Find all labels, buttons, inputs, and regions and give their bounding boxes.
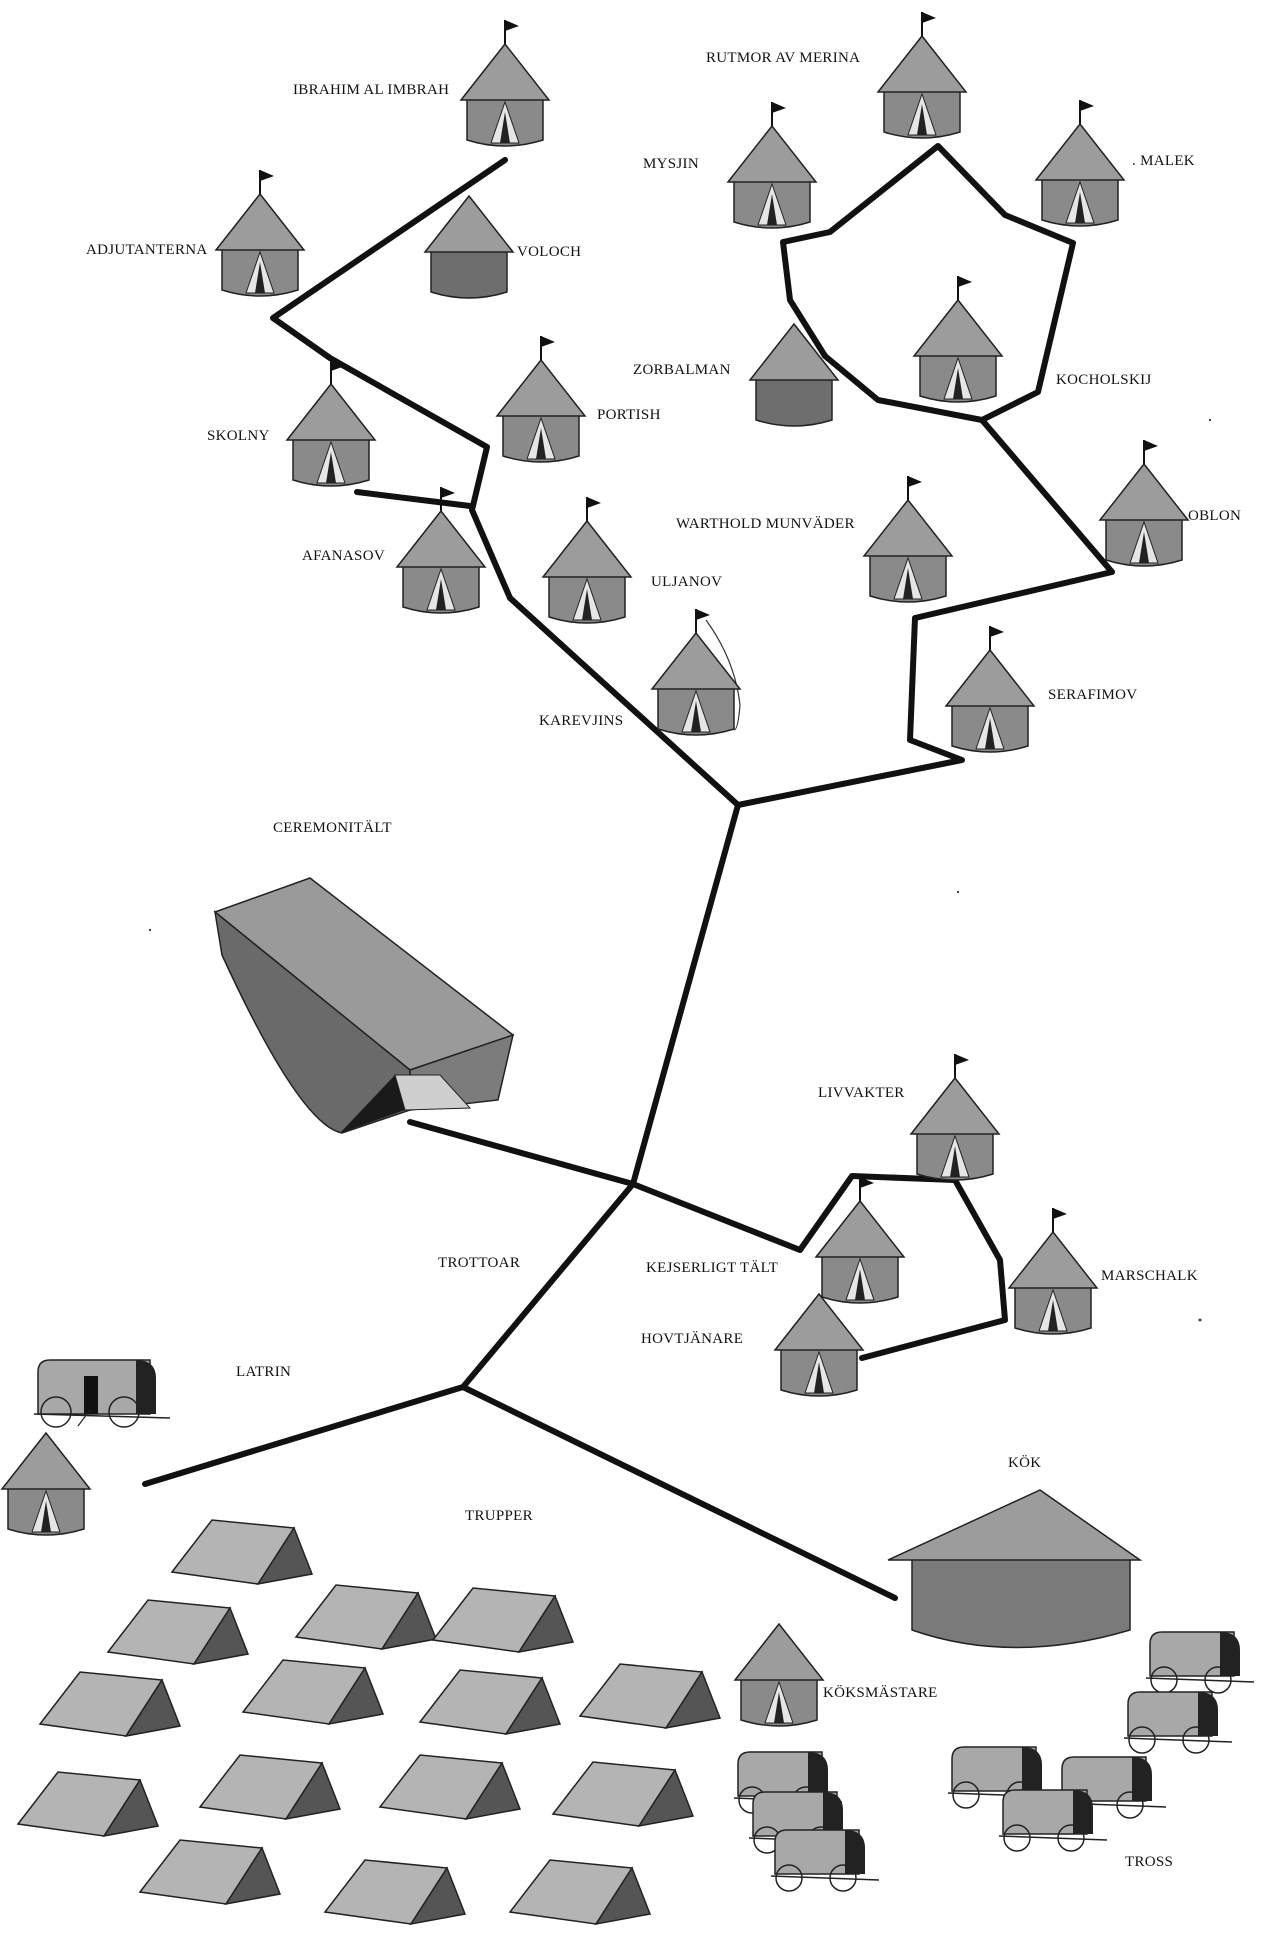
path-skolny <box>354 489 473 509</box>
troop-tent <box>17 1771 159 1837</box>
tent-rutmor <box>877 11 967 139</box>
path-zorbalman <box>822 353 985 423</box>
label-kocholskij: KOCHOLSKIJ <box>1056 372 1152 388</box>
ceremonial-tent <box>213 877 515 1134</box>
tent-portish <box>496 335 586 463</box>
wagon <box>770 1829 880 1892</box>
label-livvakter: LIVVAKTER <box>818 1085 905 1101</box>
label-oblon: OBLON <box>1188 508 1241 524</box>
troop-tent <box>107 1599 249 1665</box>
path-centre <box>735 143 1115 808</box>
troop-tents <box>17 1519 721 1925</box>
label-hovtjanare: HOVTJÄNARE <box>641 1330 743 1347</box>
uljanov-sketch-line <box>705 619 741 731</box>
label-tross: TROSS <box>1125 1854 1173 1870</box>
tent-voloch <box>424 195 514 299</box>
path-upper-left <box>270 157 741 808</box>
tent-oblon <box>1099 439 1189 567</box>
stray-dots <box>148 418 1212 1322</box>
label-kok: KÖK <box>1008 1454 1041 1471</box>
tent-ibrahim <box>460 19 550 147</box>
troop-tent <box>379 1754 521 1820</box>
tent-zorbalman <box>749 323 839 427</box>
label-zorbalman: ZORBALMAN <box>633 362 731 378</box>
troop-tent <box>39 1671 181 1737</box>
kitchen-tent <box>887 1489 1143 1649</box>
wagon <box>1123 1691 1233 1754</box>
tent-marschalk <box>1008 1207 1098 1335</box>
label-rutmor: RUTMOR AV MERINA <box>706 50 860 66</box>
label-koksmastare: KÖKSMÄSTARE <box>823 1684 938 1701</box>
label-serafimov: SERAFIMOV <box>1048 687 1137 703</box>
tent-koksmastare <box>734 1623 824 1727</box>
label-malek: . MALEK <box>1132 153 1195 169</box>
tent-kocholskij <box>913 275 1003 403</box>
tent-mysjin <box>727 101 817 229</box>
camp-paths <box>142 143 1115 1601</box>
troop-tent <box>432 1587 574 1653</box>
label-karevjins: KAREVJINS <box>539 713 623 729</box>
troop-tent <box>242 1659 384 1725</box>
tent-warthold <box>863 475 953 603</box>
path-kitchen <box>460 1384 898 1601</box>
troop-tent <box>579 1663 721 1729</box>
tent-livvakter <box>910 1053 1000 1181</box>
troop-tent <box>552 1761 694 1827</box>
label-skolny: SKOLNY <box>207 428 270 444</box>
troop-tent <box>419 1669 561 1735</box>
tent-adjutanterna <box>215 169 305 297</box>
tent-hovtjanare <box>774 1293 864 1397</box>
label-mysjin: MYSJIN <box>643 156 699 172</box>
label-kejserligt: KEJSERLIGT TÄLT <box>646 1259 778 1276</box>
label-latrin: LATRIN <box>236 1364 291 1380</box>
label-afanasov: AFANASOV <box>302 548 385 564</box>
label-marschalk: MARSCHALK <box>1101 1268 1198 1284</box>
tent-malek <box>1035 99 1125 227</box>
labels: IBRAHIM AL IMBRAH RUTMOR AV MERINA MYSJI… <box>86 50 1241 1870</box>
label-adjutanterna: ADJUTANTERNA <box>86 242 208 258</box>
troop-tent <box>295 1584 437 1650</box>
troop-tent <box>199 1754 341 1820</box>
wagon <box>998 1789 1108 1852</box>
tent-serafimov <box>945 625 1035 753</box>
label-trupper: TRUPPER <box>465 1508 533 1524</box>
latrin-wagon <box>33 1359 171 1428</box>
troop-tent <box>139 1839 281 1905</box>
label-uljanov: ULJANOV <box>651 574 722 590</box>
label-trottoar: TROTTOAR <box>438 1255 520 1271</box>
tent-latrin-small <box>1 1432 91 1536</box>
tent-uljanov <box>542 496 632 624</box>
path-ceremonial <box>407 1119 636 1187</box>
label-ibrahim: IBRAHIM AL IMBRAH <box>293 82 449 98</box>
label-voloch: VOLOCH <box>517 244 581 260</box>
troop-tent <box>509 1859 651 1925</box>
troop-tent <box>324 1859 466 1925</box>
label-ceremonitalt: CEREMONITÄLT <box>273 819 392 836</box>
troop-tent <box>171 1519 313 1585</box>
wagon <box>1145 1631 1255 1694</box>
label-warthold: WARTHOLD MUNVÄDER <box>676 515 855 532</box>
tent-karevjins <box>651 608 741 736</box>
path-main-trunk <box>142 802 741 1487</box>
label-portish: PORTISH <box>597 407 661 423</box>
tent-kejserligt <box>815 1176 905 1304</box>
